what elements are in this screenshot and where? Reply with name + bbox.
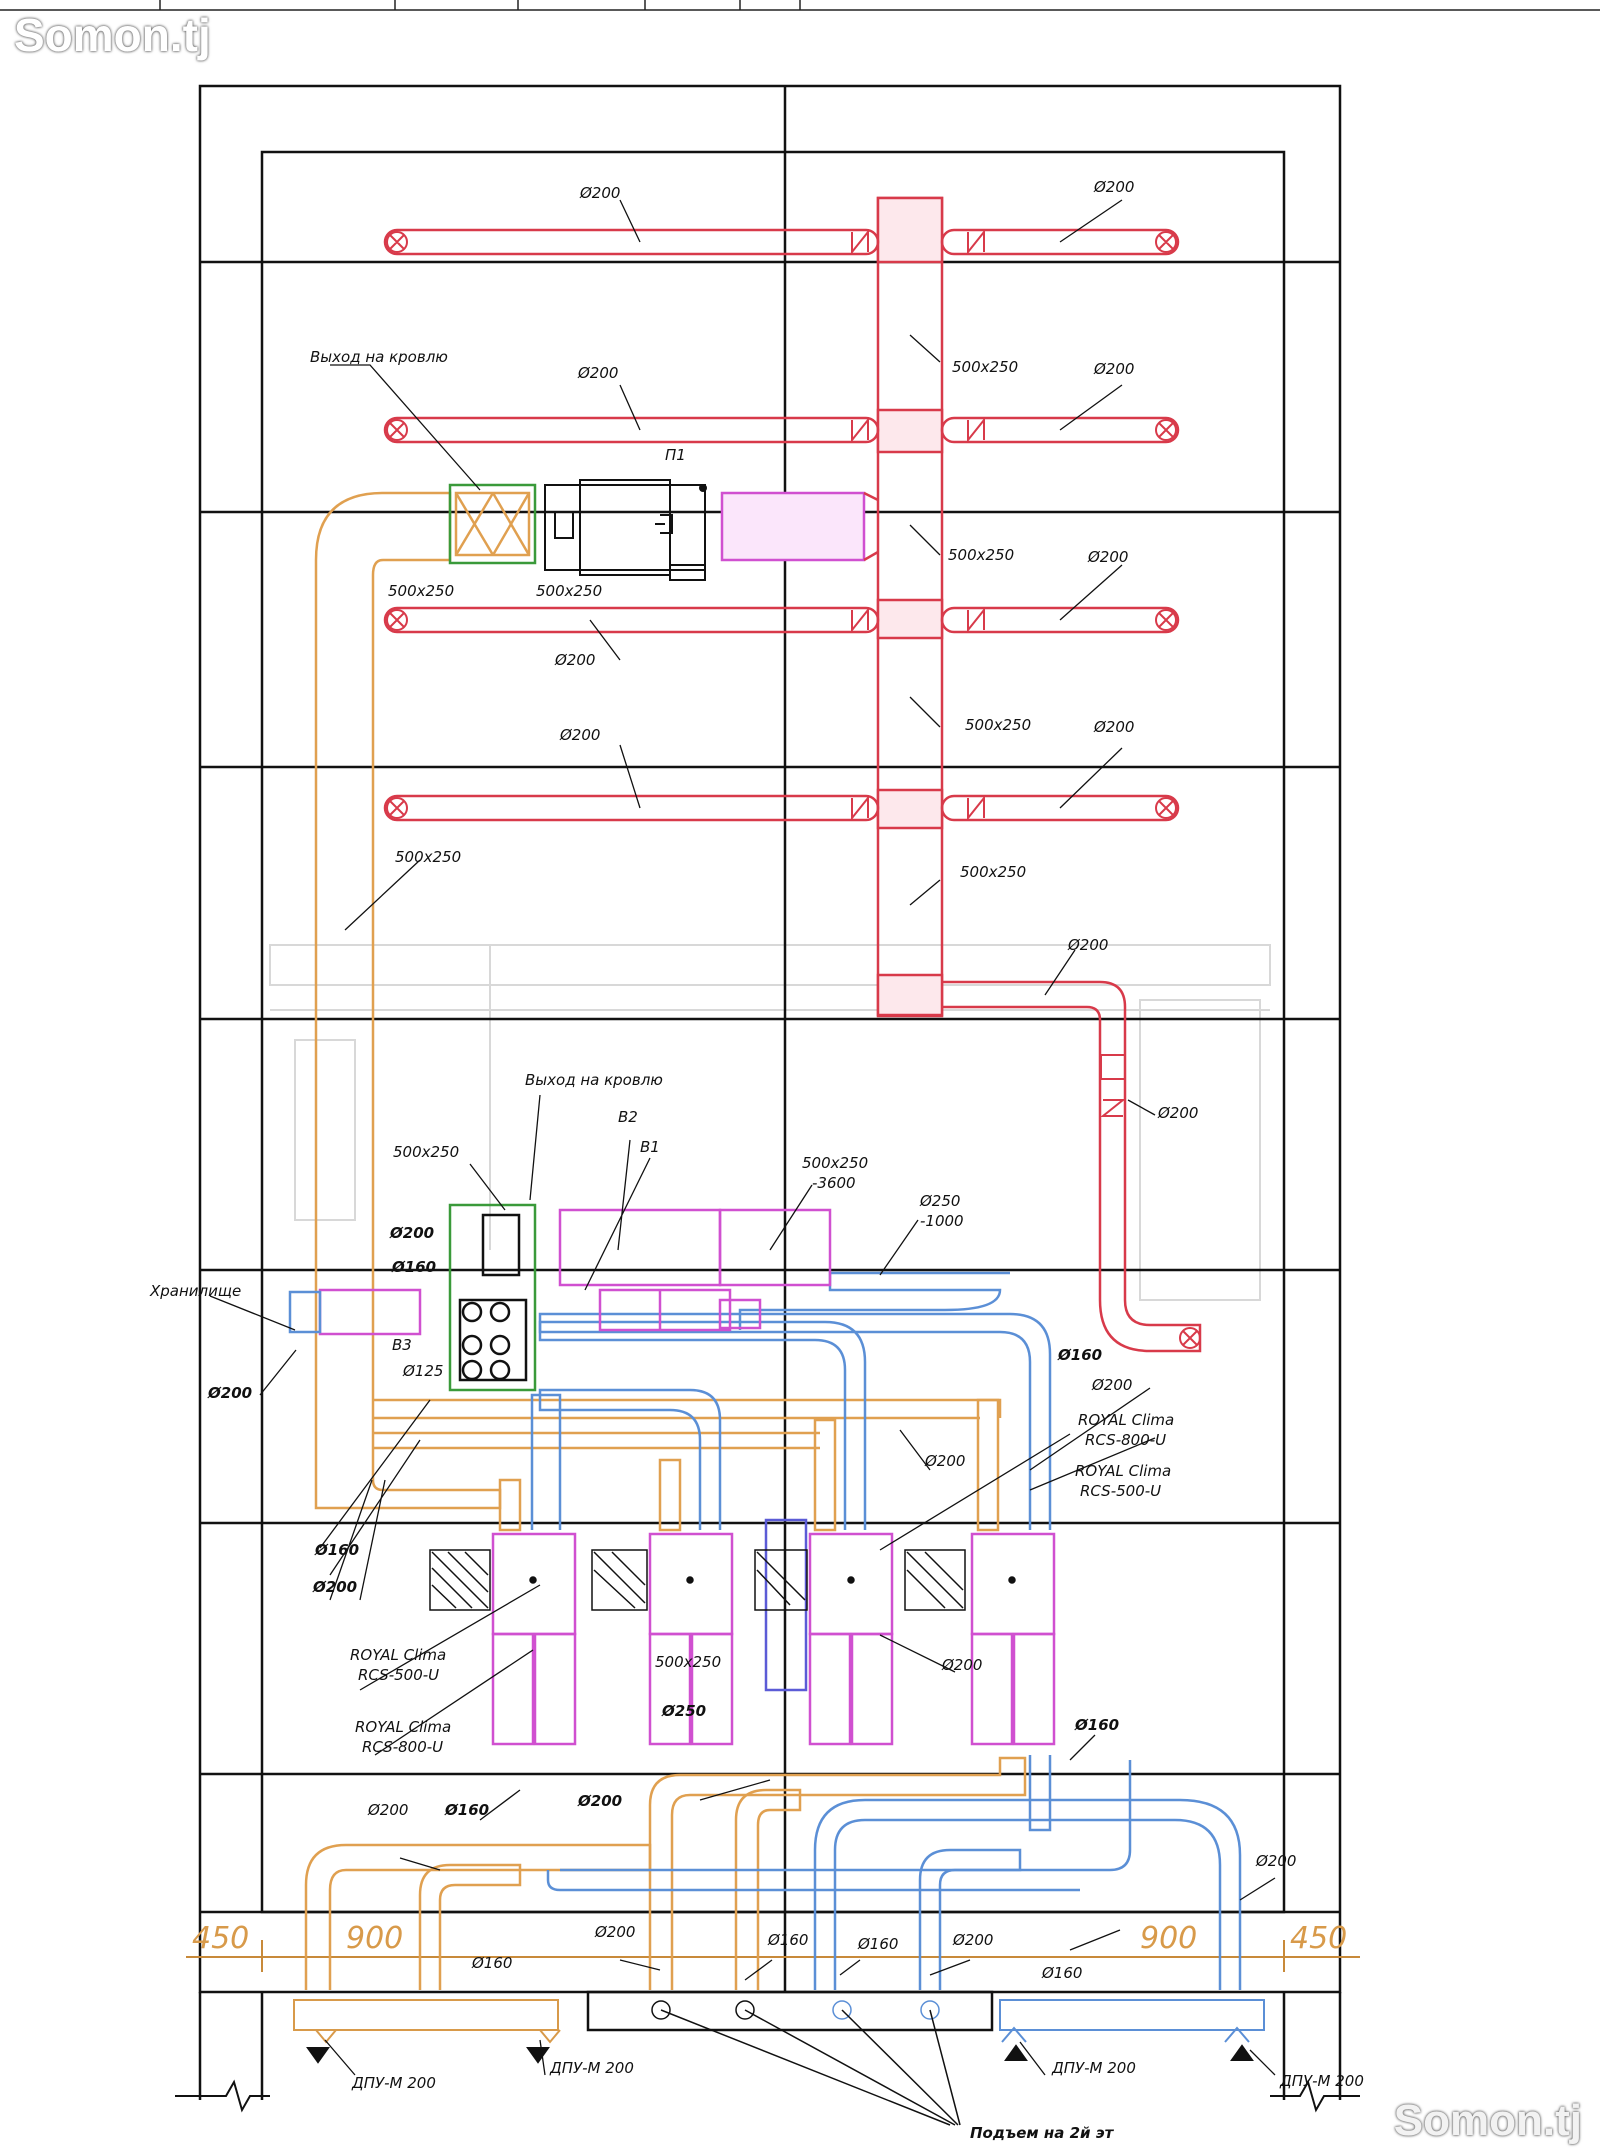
unit-3 xyxy=(808,1532,894,1636)
break-marks xyxy=(175,2079,1360,2113)
label-d160: Ø160 xyxy=(391,1258,436,1276)
label-d200: Ø200 xyxy=(1157,1104,1198,1122)
label-d160: Ø160 xyxy=(1074,1716,1119,1734)
unit-2 xyxy=(648,1532,734,1636)
label-d160: Ø160 xyxy=(767,1931,808,1949)
label-storage: Хранилище xyxy=(149,1282,241,1300)
label-500x250: 500х250 xyxy=(802,1154,868,1172)
label-d200: Ø200 xyxy=(554,651,595,669)
label-p1: П1 xyxy=(665,446,686,464)
label-d200: Ø200 xyxy=(1067,936,1108,954)
return-ducts xyxy=(530,1271,1242,1990)
equipment-b xyxy=(448,1203,537,1392)
label-d160: Ø160 xyxy=(1057,1346,1102,1364)
label-lift-2nd-floor: Подъем на 2й эт xyxy=(970,2124,1115,2142)
label-roof-exit: Выход на кровлю xyxy=(310,348,448,366)
label-d200: Ø200 xyxy=(1087,548,1128,566)
watermark-bottom: Somon.tj xyxy=(1393,2096,1582,2145)
label-d200: Ø200 xyxy=(1093,718,1134,736)
label-d200: Ø200 xyxy=(952,1931,993,1949)
label-dpu: ДПУ-М 200 xyxy=(351,2074,436,2092)
label-d200: Ø200 xyxy=(1091,1376,1132,1394)
label-d200: Ø200 xyxy=(579,184,620,202)
label-d200: Ø200 xyxy=(367,1801,408,1819)
unit-4 xyxy=(970,1532,1056,1636)
label-royal-clima: ROYAL Clima xyxy=(350,1646,446,1664)
sheet-top-border xyxy=(0,0,1600,11)
dim-right-450: 450 xyxy=(1290,1921,1347,1956)
label-b3: В3 xyxy=(392,1336,412,1354)
label-d200: Ø200 xyxy=(941,1656,982,1674)
label-d200: Ø200 xyxy=(1093,178,1134,196)
label-500x250: 500х250 xyxy=(536,582,602,600)
label-500x250: 500х250 xyxy=(952,358,1018,376)
label-minus-3600: -3600 xyxy=(812,1174,856,1192)
label-rcs-500: RCS-500-U xyxy=(1080,1482,1161,1500)
label-royal-clima: ROYAL Clima xyxy=(1075,1462,1171,1480)
label-500x250: 500х250 xyxy=(395,848,461,866)
dim-left-900: 900 xyxy=(346,1921,403,1956)
exhaust-ducts xyxy=(304,483,1027,1990)
dim-left-450: 450 xyxy=(192,1921,249,1956)
background-walls xyxy=(269,944,1271,1301)
label-500x250: 500х250 xyxy=(388,582,454,600)
leader-lines xyxy=(209,199,1276,2076)
label-rcs-500: RCS-500-U xyxy=(358,1666,439,1684)
label-rcs-800: RCS-800-U xyxy=(362,1738,443,1756)
label-d200: Ø200 xyxy=(594,1923,635,1941)
label-royal-clima: ROYAL Clima xyxy=(355,1718,451,1736)
label-d200: Ø200 xyxy=(1093,360,1134,378)
label-d160: Ø160 xyxy=(1041,1964,1082,1982)
fan-p1 xyxy=(544,479,707,581)
supply-ducts xyxy=(383,196,1202,1353)
label-500x250: 500х250 xyxy=(965,716,1031,734)
units xyxy=(288,1208,1056,1746)
label-d200: Ø200 xyxy=(1255,1852,1296,1870)
bottom-trays xyxy=(293,1999,561,2064)
label-d200: Ø200 xyxy=(924,1452,965,1470)
label-d200: Ø200 xyxy=(577,364,618,382)
label-500x250: 500х250 xyxy=(655,1653,721,1671)
label-dpu: ДПУ-М 200 xyxy=(1051,2059,1136,2077)
label-dpu: ДПУ-М 200 xyxy=(1279,2072,1364,2090)
label-b1: В1 xyxy=(640,1138,660,1156)
building-grid xyxy=(198,84,1342,2100)
label-rcs-800: RCS-800-U xyxy=(1085,1431,1166,1449)
label-500x250: 500х250 xyxy=(960,863,1026,881)
supply-diffusers xyxy=(386,229,1201,1349)
label-d200: Ø200 xyxy=(389,1224,434,1242)
label-500x250: 500х250 xyxy=(948,546,1014,564)
label-d250: Ø250 xyxy=(919,1192,960,1210)
label-500x250: 500х250 xyxy=(393,1143,459,1161)
label-d125: Ø125 xyxy=(402,1362,443,1380)
label-royal-clima: ROYAL Clima xyxy=(1078,1411,1174,1429)
unit-hatches xyxy=(429,1549,1016,1611)
label-b2: В2 xyxy=(618,1108,638,1126)
unit-1 xyxy=(491,1532,577,1636)
label-d160: Ø160 xyxy=(471,1954,512,1972)
label-roof-exit: Выход на кровлю xyxy=(525,1071,663,1089)
label-minus-1000: -1000 xyxy=(920,1212,964,1230)
bottom-trays-blue xyxy=(999,1999,1265,2061)
dimension-line xyxy=(186,1940,1360,1972)
label-d160: Ø160 xyxy=(314,1541,359,1559)
label-d160: Ø160 xyxy=(857,1935,898,1953)
lift-markers xyxy=(651,2000,961,2126)
label-dpu: ДПУ-М 200 xyxy=(549,2059,634,2077)
label-d160: Ø160 xyxy=(444,1801,489,1819)
label-d200: Ø200 xyxy=(559,726,600,744)
watermark-top: Somon.tj xyxy=(14,9,211,61)
label-d200: Ø200 xyxy=(312,1578,357,1596)
label-d200: Ø200 xyxy=(577,1792,622,1810)
dim-right-900: 900 xyxy=(1140,1921,1197,1956)
label-d200: Ø200 xyxy=(207,1384,252,1402)
label-d250: Ø250 xyxy=(661,1702,706,1720)
